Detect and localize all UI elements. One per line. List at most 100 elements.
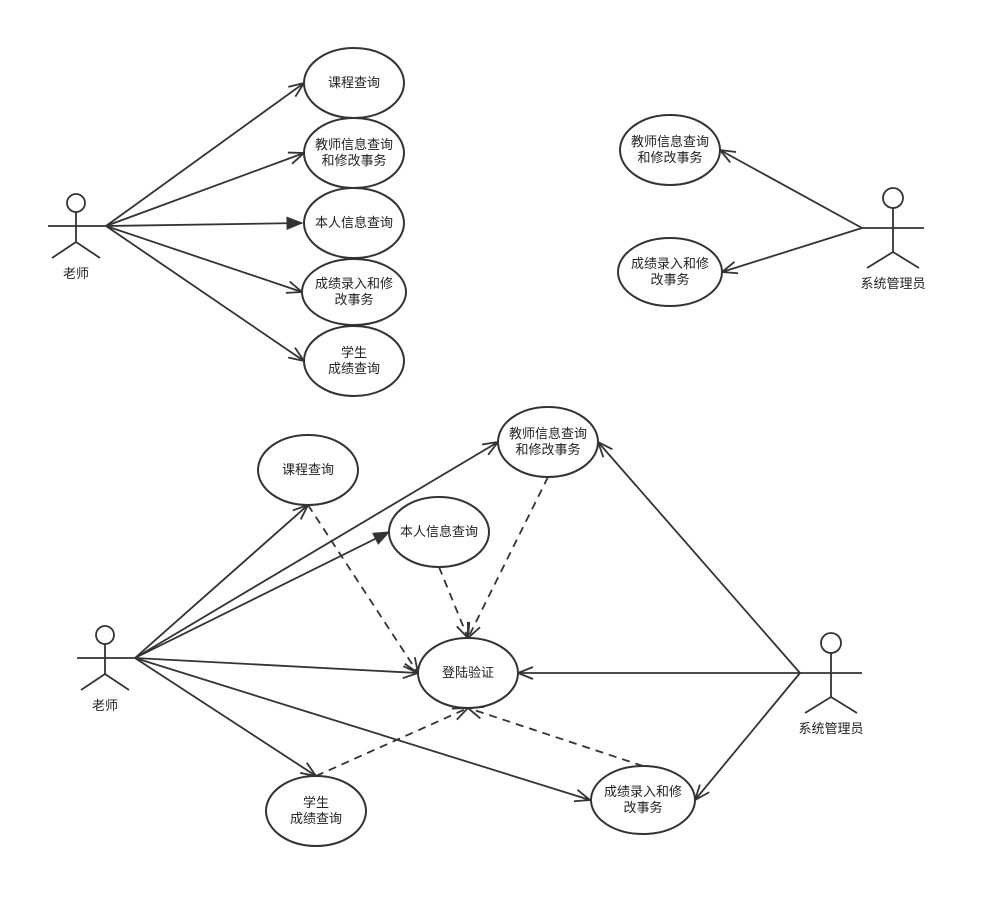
- edge-a_teacher_top-to-t_grade_entry: [105, 225, 305, 294]
- arrowhead-open-icon: [466, 621, 481, 641]
- arrowhead-open-icon: [299, 762, 319, 778]
- edge-a_teacher_top-to-t_student_grade: [105, 225, 307, 363]
- edge-line: [438, 566, 469, 639]
- actor-right-leg: [75, 241, 101, 259]
- use-case-label: 课程查询: [328, 76, 380, 91]
- use-case-ellipse: [497, 406, 599, 478]
- arrowhead-open-icon: [451, 707, 471, 721]
- use-case-label: 本人信息查询: [315, 215, 393, 231]
- actor-label: 老师: [92, 699, 118, 714]
- edge-a_admin_top-to-r_grade_entry: [719, 227, 863, 275]
- actor-right-leg: [104, 673, 130, 691]
- use-case-label: 和修改事务: [637, 150, 702, 166]
- edge-line: [105, 225, 305, 362]
- use-case-label: 和修改事务: [515, 442, 580, 458]
- edge-line: [467, 707, 644, 767]
- use-case-label: 成绩录入和修: [315, 277, 393, 292]
- edge-line: [315, 707, 469, 777]
- edge-line: [721, 227, 863, 273]
- edge-line: [307, 504, 419, 674]
- use-case-label: 教师信息查询: [315, 137, 393, 153]
- use-case-ellipse: [303, 325, 405, 397]
- actor-label: 老师: [63, 267, 89, 282]
- use-case-label: 本人信息查询: [400, 524, 478, 540]
- edge-line: [134, 657, 317, 777]
- actor-left-leg: [51, 241, 77, 259]
- use-case-label: 改事务: [650, 272, 689, 288]
- actor-right-leg: [892, 251, 920, 269]
- use-case-label: 教师信息查询: [631, 134, 709, 150]
- actor-a_admin_top: 系统管理员: [860, 187, 926, 292]
- actor-head-icon: [820, 632, 842, 654]
- edge-a_admin_bot-to-b_login: [515, 666, 800, 680]
- edge-line: [719, 149, 863, 229]
- edge-line: [597, 441, 801, 674]
- arrowhead-open-icon: [288, 347, 307, 363]
- use-case-ellipse: [417, 637, 519, 709]
- edge-b_student_grade-to-b_login: [315, 707, 471, 777]
- use-case-ellipse: [303, 117, 405, 189]
- edge-line: [105, 152, 305, 227]
- edge-line: [694, 672, 801, 801]
- edge-line: [105, 82, 305, 227]
- use-case-ellipse: [301, 258, 407, 326]
- actor-left-leg: [866, 251, 894, 269]
- use-case-label: 和修改事务: [321, 153, 386, 169]
- actor-head-icon: [882, 187, 904, 209]
- actor-left-leg: [80, 673, 106, 691]
- actor-right-leg: [830, 696, 858, 714]
- actor-a_admin_bot: 系统管理员: [798, 632, 864, 737]
- edge-a_admin_top-to-r_teacher_info: [717, 148, 863, 229]
- arrowhead-open-icon: [288, 81, 306, 98]
- actor-label: 系统管理员: [860, 277, 925, 292]
- actor-left-leg: [804, 696, 832, 714]
- edge-a_teacher_bot-to-b_student_grade: [134, 657, 319, 778]
- actor-head-icon: [66, 193, 86, 213]
- edge-b_grade_entry-to-b_login: [465, 706, 644, 767]
- use-case-label: 改事务: [334, 292, 373, 308]
- edge-line: [134, 657, 591, 801]
- use-case-label: 课程查询: [282, 463, 334, 478]
- use-case-label: 成绩录入和修: [604, 785, 682, 800]
- use-case-b_login: 登陆验证: [417, 637, 519, 709]
- edge-a_teacher_top-to-t_teacher_info: [105, 151, 307, 227]
- edge-a_teacher_bot-to-b_login: [134, 657, 421, 680]
- use-case-b_self_info: 本人信息查询: [388, 496, 490, 568]
- use-case-label: 改事务: [623, 800, 662, 816]
- use-case-label: 成绩查询: [328, 362, 380, 377]
- nodes-layer: 课程查询教师信息查询和修改事务本人信息查询成绩录入和修改事务学生成绩查询教师信息…: [257, 47, 723, 847]
- edge-a_teacher_bot-to-b_self_info: [134, 531, 391, 659]
- use-case-label: 学生: [341, 345, 367, 361]
- use-case-ellipse: [617, 237, 723, 307]
- edge-b_teacher_info-to-b_login: [466, 476, 549, 641]
- use-case-ellipse: [388, 496, 490, 568]
- edge-a_admin_bot-to-b_grade_entry: [693, 672, 801, 802]
- use-case-label: 教师信息查询: [509, 426, 587, 442]
- edge-a_teacher_top-to-t_self_info: [105, 216, 304, 230]
- edge-line: [134, 504, 309, 659]
- arrowhead-filled-icon: [286, 216, 304, 230]
- edge-b_self_info-to-b_login: [438, 566, 469, 641]
- edge-line: [134, 657, 419, 674]
- edge-line: [105, 222, 303, 227]
- edge-a_teacher_bot-to-b_course: [134, 503, 310, 659]
- actor-label: 系统管理员: [798, 722, 863, 737]
- use-case-label: 成绩查询: [290, 812, 342, 827]
- arrowhead-open-icon: [717, 148, 737, 164]
- use-case-ellipse: [619, 114, 721, 186]
- use-case-ellipse: [257, 434, 359, 506]
- actor-head-icon: [95, 625, 115, 645]
- use-case-t_course: 课程查询: [303, 47, 405, 119]
- use-case-ellipse: [590, 765, 696, 835]
- edge-a_teacher_top-to-t_course: [105, 81, 306, 227]
- use-case-label: 成绩录入和修: [631, 257, 709, 272]
